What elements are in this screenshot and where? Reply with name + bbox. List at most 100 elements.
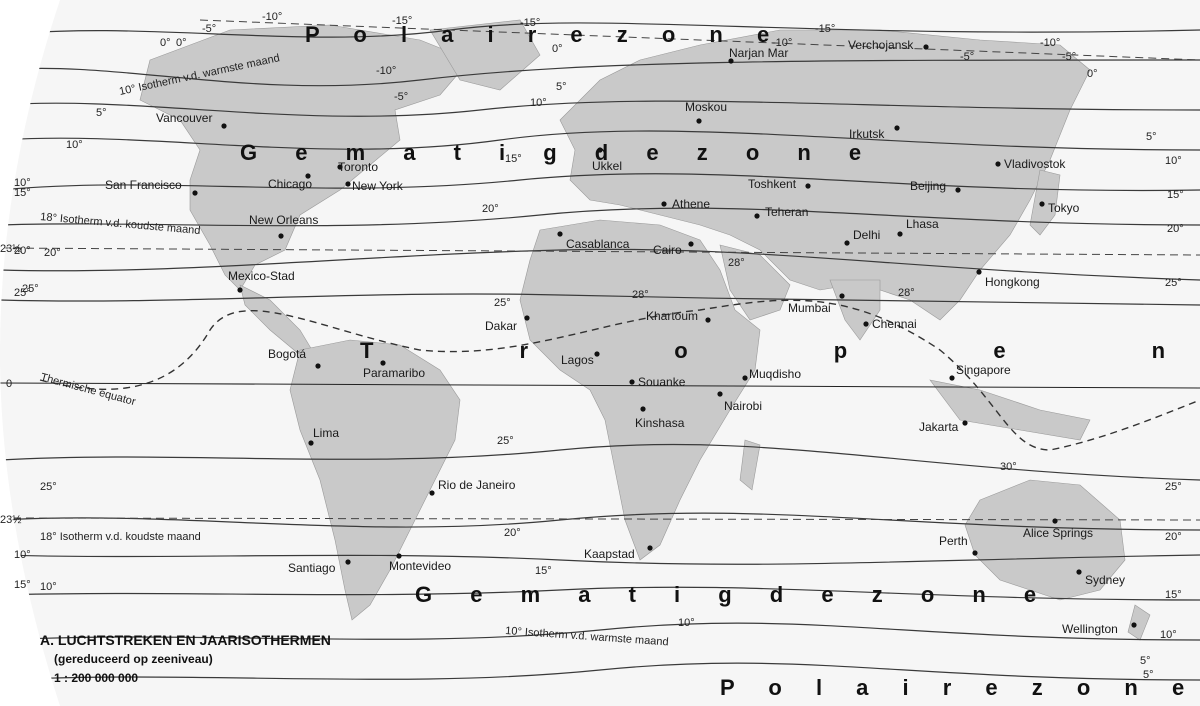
land-africa	[519, 219, 761, 561]
city-dot	[237, 287, 243, 293]
equator-line	[0, 382, 1200, 389]
city-dot	[192, 190, 198, 196]
lat-label-equator: 0	[6, 378, 12, 390]
land-indonesia	[929, 379, 1091, 441]
city-label: Dakar	[485, 319, 517, 333]
city-dot	[1039, 201, 1045, 207]
city-marker: Irkutsk	[849, 125, 900, 141]
city-dot	[661, 201, 667, 207]
city-dot	[742, 375, 748, 381]
city-dot	[1131, 622, 1137, 628]
city-marker: Beijing	[910, 179, 961, 193]
city-label: Chennai	[872, 317, 917, 331]
city-label: Rio de Janeiro	[438, 478, 516, 492]
city-dot	[524, 315, 530, 321]
city-label: Kaapstad	[584, 547, 635, 561]
isotherm-value-label: 25°	[494, 297, 511, 309]
city-marker: San Francisco	[105, 178, 198, 196]
city-label: Teheran	[765, 205, 808, 219]
city-label: Lhasa	[906, 217, 939, 231]
city-label: Wellington	[1062, 622, 1118, 636]
isotherm-value-label: 15°	[14, 187, 31, 199]
city-label: Casablanca	[566, 237, 630, 251]
city-marker: Montevideo	[389, 553, 451, 573]
city-label: Vladivostok	[1004, 157, 1066, 171]
city-marker: Athene	[661, 197, 710, 211]
city-marker: Paramaribo	[363, 360, 425, 380]
isotherm-value-label: 30°	[1000, 461, 1017, 473]
city-label: Kinshasa	[635, 416, 685, 430]
land-south-america	[289, 339, 461, 621]
city-label: Paramaribo	[363, 366, 425, 380]
city-dot	[839, 293, 845, 299]
isotherm-value-label: -15°	[815, 23, 835, 35]
isotherm-value-label: -5°	[960, 51, 974, 63]
city-label: Ukkel	[592, 159, 622, 173]
isotherm-lines	[0, 22, 1200, 681]
zone-labels: P o l a i r e z o n e G e m a t i g d e …	[240, 22, 1198, 700]
isotherm-value-label: 28°	[728, 257, 745, 269]
city-dot	[305, 173, 311, 179]
isotherm-value-label: 20°	[44, 247, 61, 259]
city-dot	[640, 406, 646, 412]
city-dot	[995, 161, 1001, 167]
city-marker: Narjan Mar	[728, 46, 788, 64]
isotherm-value-label: 10°	[66, 139, 83, 151]
city-dot	[754, 213, 760, 219]
city-dot	[629, 379, 635, 385]
city-marker: Chicago	[268, 173, 312, 191]
city-marker: Jakarta	[919, 420, 968, 434]
city-marker: Ukkel	[592, 147, 622, 173]
city-label: Muqdisho	[749, 367, 801, 381]
land-japan	[1029, 169, 1061, 236]
city-marker: Casablanca	[557, 231, 630, 251]
city-dot	[594, 351, 600, 357]
city-dot	[805, 183, 811, 189]
map-scale: 1 : 200 000 000	[54, 671, 138, 685]
thermal-equator-line	[39, 299, 1200, 451]
isotherm-value-label: 10°	[14, 549, 31, 561]
isotherm-value-label: 10°	[678, 617, 695, 629]
city-label: Khartoum	[646, 309, 698, 323]
isotherm-value-label: -10°	[262, 11, 282, 23]
city-dot	[647, 545, 653, 551]
city-dot	[1076, 569, 1082, 575]
city-label: Chicago	[268, 177, 312, 191]
city-dot	[557, 231, 563, 237]
zone-polar-south: P o l a i r e z o n e	[720, 675, 1198, 700]
city-dot	[688, 241, 694, 247]
city-marker: Wellington	[1062, 622, 1137, 636]
city-dot	[345, 559, 351, 565]
isotherm-value-label: 25°	[497, 435, 514, 447]
isotherm-value-label: 10°	[1160, 629, 1177, 641]
city-marker: Toronto	[337, 160, 378, 174]
isotherm-value-label: 20°	[14, 245, 31, 257]
isotherm-value-label: -5°	[1062, 51, 1076, 63]
city-label: Toronto	[338, 160, 378, 174]
city-marker: Souanke	[629, 375, 686, 389]
city-label: Beijing	[910, 179, 946, 193]
city-dot	[278, 233, 284, 239]
city-marker: Kinshasa	[635, 406, 685, 430]
city-marker: Santiago	[288, 559, 351, 575]
city-label: Santiago	[288, 561, 336, 575]
isotherm-value-label: 15°	[505, 153, 522, 165]
isotherm-value-label: 15°	[14, 579, 31, 591]
isotherm-value-label: 15°	[1165, 589, 1182, 601]
isotherm-value-label: 25°	[40, 481, 57, 493]
city-label: Montevideo	[389, 559, 451, 573]
city-marker: New Orleans	[249, 213, 318, 239]
city-dot	[844, 240, 850, 246]
city-dot	[1052, 518, 1058, 524]
isotherm-value-label: -5°	[202, 23, 216, 35]
city-label: Narjan Mar	[729, 46, 788, 60]
city-marker: Sydney	[1076, 569, 1125, 587]
city-marker: Mexico-Stad	[228, 269, 295, 293]
isotherm-value-label: 20°	[1165, 531, 1182, 543]
isotherm-value-label: 5°	[1146, 131, 1157, 143]
isotherm-value-label: -15°	[392, 15, 412, 27]
city-dot	[221, 123, 227, 129]
city-label: Toshkent	[748, 177, 797, 191]
isotherm-value-label: 10°	[530, 97, 547, 109]
